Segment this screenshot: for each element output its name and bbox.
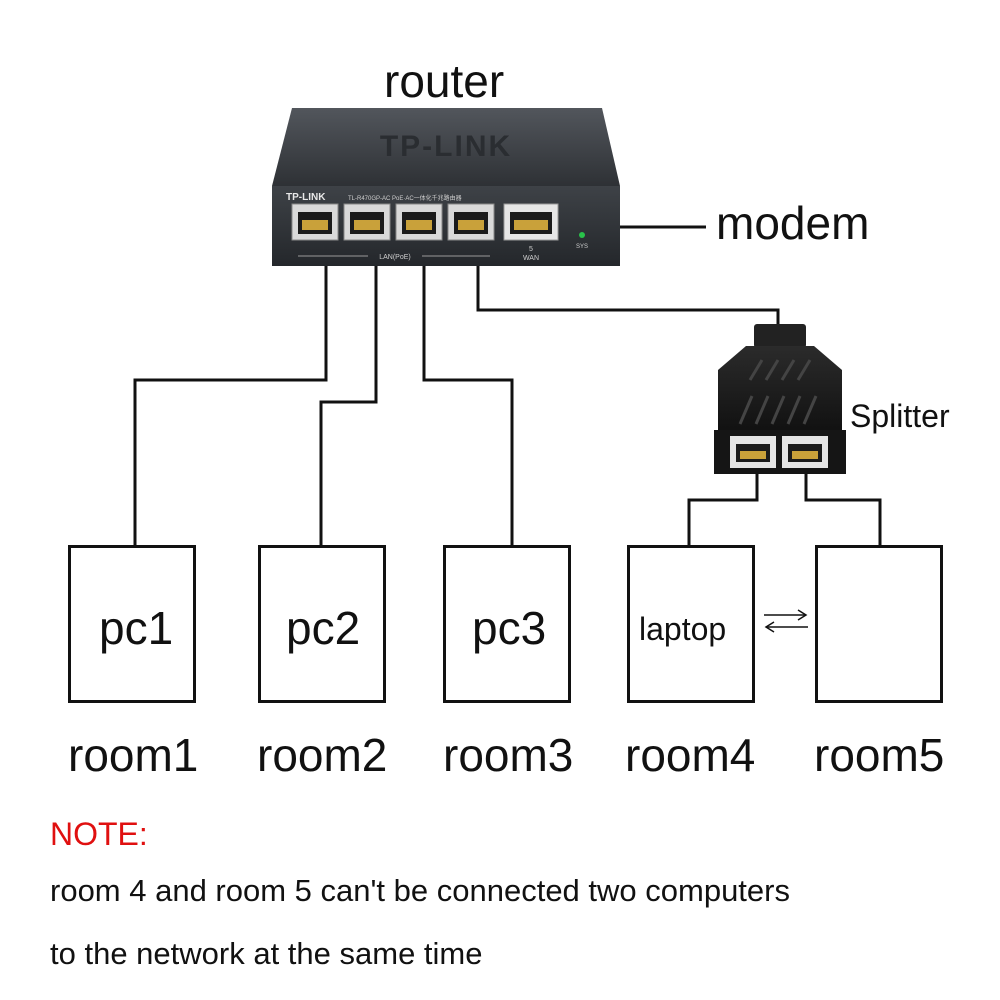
room2-box: pc2 [258, 545, 386, 703]
sys-led-icon [579, 232, 585, 238]
wire-room5 [804, 462, 882, 547]
splitter-label: Splitter [850, 398, 950, 434]
room5-name: room5 [814, 729, 945, 781]
router-logo-embossed: TP-LINK [380, 130, 512, 163]
note-line-1: room 4 and room 5 can't be connected two… [50, 873, 790, 908]
wire-pc2 [319, 238, 378, 547]
room2-name: room2 [257, 729, 388, 781]
pc2-label: pc2 [286, 602, 361, 654]
wire-laptop [687, 462, 759, 547]
note-line-2: to the network at the same time [50, 936, 483, 971]
room1-name: room1 [68, 729, 199, 781]
splitter-body [718, 346, 842, 432]
room3-box: pc3 [443, 545, 571, 703]
room1-box: pc1 [68, 545, 196, 703]
note-title: NOTE: [50, 816, 148, 852]
router-title: router [384, 55, 505, 107]
router-model-label: TL-R470GP-AC PoE·AC一体化千兆路由器 [348, 194, 462, 202]
splitter-image [714, 324, 846, 474]
router-top-panel [272, 108, 620, 186]
wan-port [503, 203, 559, 241]
room4-name: room4 [625, 729, 756, 781]
wan-label: WAN [523, 255, 539, 262]
room5-box [815, 545, 943, 703]
wire-pc3 [422, 238, 514, 547]
sys-label: SYS [576, 244, 588, 250]
router-image: TP-LINK TP-LINK TL-R470GP-AC PoE·AC一体化千兆… [272, 108, 620, 266]
wan-port-number: 5 [529, 246, 533, 253]
pc1-label: pc1 [99, 602, 174, 654]
modem-label: modem [716, 197, 870, 249]
router-brand-small: TP-LINK [286, 192, 326, 203]
wire-pc1 [133, 238, 328, 547]
splitter-input-jack [754, 324, 806, 348]
room3-name: room3 [443, 729, 574, 781]
lan-port-group [291, 203, 495, 241]
swap-arrows-icon [764, 609, 808, 633]
lan-label: LAN(PoE) [379, 254, 411, 261]
laptop-label: laptop [639, 611, 727, 647]
room4-box: laptop [627, 545, 755, 703]
pc3-label: pc3 [472, 602, 547, 654]
